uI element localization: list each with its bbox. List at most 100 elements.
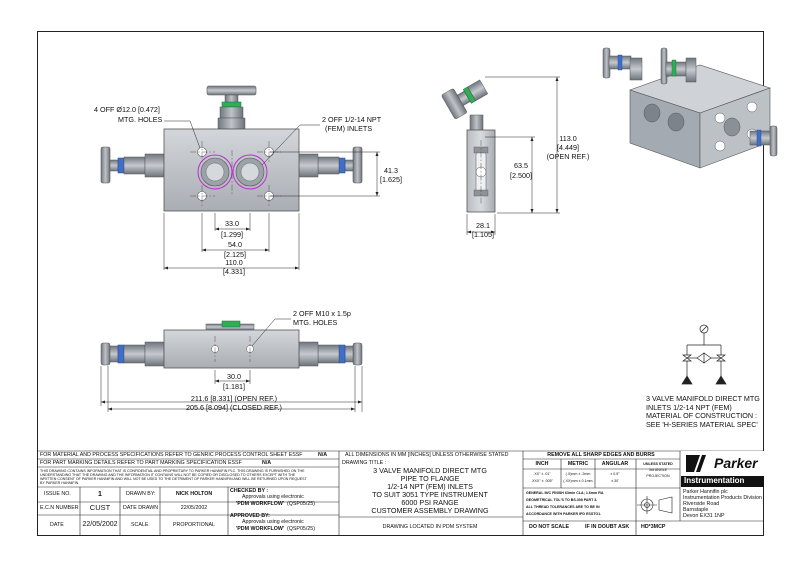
dimensions-note: ALL DIMENSIONS IN MM [INCHES] UNLESS OTH…	[345, 452, 509, 458]
note-line-1: 3 VALVE MANIFOLD DIRECT MTG	[646, 394, 760, 403]
confidential-line-2: UNDERSTANDING THAT THE DRAWING AND THE I…	[40, 473, 296, 477]
finish-note-2: GEOMETRICAL TOL'S TO BS.308 PART 3.	[526, 498, 598, 502]
confidential-line-3: WRITTEN CONSENT OF PARKER HANNIFIN AND W…	[40, 477, 307, 481]
ecn-value: CUST	[89, 503, 111, 512]
address-line-1: Parker Hannifin plc	[683, 489, 728, 495]
unless-stated-1: UNLESS STATED	[643, 462, 673, 466]
address-line-3: Riverside Road	[683, 501, 720, 507]
dim-110-inch: [4.331]	[223, 267, 245, 276]
pdm-system-note: DRAWING LOCATED IN PDM SYSTEM	[382, 524, 478, 530]
finish-note-1: GENERAL M/C FINISH 63min CLA; 1.6mm RA	[526, 491, 604, 495]
material-spec-value: N/A	[318, 452, 328, 458]
dim-63-inch: [2.500]	[510, 171, 532, 180]
inlets-note-line1: 2 OFF 1/2-14 NPT	[322, 115, 382, 124]
date-drawn-label: DATE DRAWN	[123, 505, 159, 511]
approved-by-line1: Approvals using electronic	[242, 519, 304, 525]
dim-54-inch: [2.125]	[224, 250, 246, 259]
tol-header-angular: ANGULAR	[601, 461, 629, 467]
ecn-label: E.C.N NUMBER	[40, 505, 79, 511]
drawing-title-line-1: 3 VALVE MANIFOLD DIRECT MTG	[373, 466, 487, 475]
dim-30-inch: [1.181]	[223, 382, 245, 391]
dim-113-value: 113.0	[559, 134, 577, 143]
drawing-title-line-6: CUSTOMER ASSEMBLY DRAWING	[371, 506, 489, 515]
confidential-line-1: THIS DRAWING CONTAINS INFORMATION THAT I…	[40, 469, 305, 473]
finish-note-4: ACCORDANCE WITH PARKER IPD ESSTO1.	[526, 512, 602, 516]
note-line-2: INLETS 1/2-14 NPT (FEM)	[646, 403, 732, 412]
dim-54-value: 54.0	[228, 240, 242, 249]
unless-stated-3: PROJECTION	[646, 474, 670, 478]
drawing-title-line-4: TO SUIT 3051 TYPE INSTRUMENT	[372, 490, 488, 499]
right-handle	[352, 146, 363, 184]
top-green-ring	[221, 101, 242, 108]
brand-name: Parker	[714, 455, 758, 471]
drawn-by-label: DRAWN BY:	[126, 491, 156, 497]
part-marking-text: FOR PART MARKING DETAILS REFER TO PART M…	[40, 460, 242, 466]
drawing-title-line-5: 6000 PSI RANGE	[401, 498, 459, 507]
top-handle	[206, 85, 257, 96]
drawing-title-line-3: 1/2-14 NPT (FEM) INLETS	[387, 482, 473, 491]
bottom-view	[100, 318, 363, 412]
issue-value: 1	[98, 491, 102, 498]
front-view	[100, 85, 380, 270]
dim-28-value: 28.1	[476, 221, 490, 230]
inlet-circle-left	[197, 154, 233, 190]
m10-note-line1: 2 OFF M10 x 1.5p	[293, 309, 351, 318]
approved-by-line2: 'PDM WORKFLOW'	[236, 526, 285, 532]
part-marking-value: N/A	[262, 460, 272, 466]
unless-stated-2: 3rd ANGLE	[648, 468, 668, 472]
right-blue-ring	[338, 157, 346, 174]
checked-by-line1: Approvals using electronic	[242, 494, 304, 500]
holes-note-line1: 4 OFF Ø12.0 [0.472]	[94, 105, 160, 114]
dim-113-inch: [4.449]	[557, 143, 579, 152]
address-line-2: Instrumentation Products Division	[683, 495, 762, 501]
issue-label: ISSUE NO.	[44, 491, 71, 497]
left-blue-ring	[117, 157, 125, 174]
tol-header-inch: INCH	[535, 461, 549, 467]
confidential-line-4: BY PARKER HANNIFIN.	[40, 481, 80, 485]
title-block-grid	[37, 450, 764, 535]
tol-header-metric: METRIC	[567, 461, 589, 467]
dim-33-inch: [1.299]	[221, 230, 243, 239]
approved-by-line2b: (QSP05/25)	[287, 526, 315, 532]
burrs-note: REMOVE ALL SHARP EDGES AND BURRS	[547, 452, 655, 458]
tol-metric-1: (.X)mm ± .2mm	[565, 472, 591, 476]
drawing-number: HD*3MCP	[641, 524, 666, 530]
if-in-doubt: IF IN DOUBT ASK	[585, 524, 630, 530]
note-line-4: SEE 'H-SERIES MATERIAL SPEC'	[646, 420, 758, 429]
division-name: Instrumentation	[684, 476, 745, 485]
date-label: DATE	[50, 522, 64, 528]
dim-41-inch: [1.625]	[380, 175, 402, 184]
m10-note-line2: MTG. HOLES	[293, 318, 338, 327]
checked-by-label: CHECKED BY :	[230, 488, 269, 494]
tol-metric-2: (.XX)mm ± 0.1mm	[563, 479, 593, 483]
left-handle	[100, 146, 111, 184]
dim-open-ref: 211.6 [8.331] (OPEN REF.)	[190, 394, 278, 403]
sheet-border	[37, 31, 764, 536]
holes-note-line2: MTG. HOLES	[118, 115, 163, 124]
date-value: 22/05/2002	[82, 521, 118, 528]
projection-symbol	[637, 496, 673, 514]
drawing-title-label: DRAWING TITLE :	[342, 460, 387, 466]
tol-inch-2: .XXX" ± .005"	[531, 479, 553, 483]
dim-28-inch: [1.105]	[472, 230, 494, 239]
inlets-note-line2: (FEM) INLETS	[325, 124, 373, 133]
finish-note-3: ALL THREAD TOLERANCES ARE TO BE IN	[526, 505, 600, 509]
tol-inch-1: .XX" ± .01"	[533, 472, 551, 476]
side-view	[441, 76, 560, 235]
checked-by-line2b: (QSP05/25)	[287, 501, 315, 507]
isometric-view	[602, 47, 778, 169]
valve-schematic	[681, 324, 727, 385]
approved-by-label: APPROVED BY:	[230, 513, 270, 519]
inlet-circle-right	[232, 154, 268, 190]
tol-angular-2: ± 30'	[611, 479, 619, 483]
address-line-4: Barnstaple	[683, 507, 709, 513]
checked-by-line2: 'PDM WORKFLOW'	[236, 501, 285, 507]
scale-value: PROPORTIONAL	[173, 522, 215, 528]
note-line-3: MATERIAL OF CONSTRUCTION :	[646, 411, 758, 420]
do-not-scale: DO NOT SCALE	[529, 524, 570, 530]
dim-33-value: 33.0	[225, 219, 239, 228]
dim-110-value: 110.0	[225, 258, 243, 267]
material-spec-text: FOR MATERIAL AND PROCESS SPECIFICATIONS …	[40, 452, 303, 458]
